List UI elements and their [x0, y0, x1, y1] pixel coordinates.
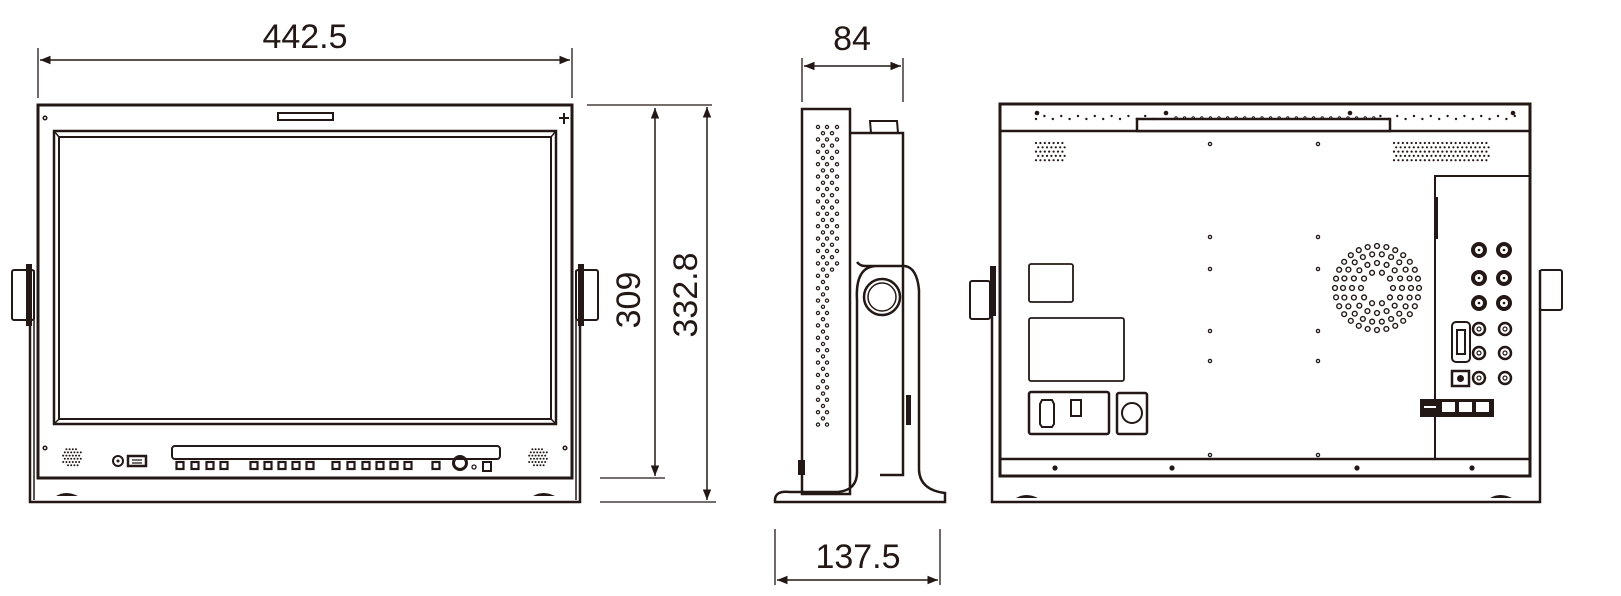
- rca-connector: [1471, 370, 1487, 386]
- screen-frame: [52, 129, 558, 426]
- side-bezel: [800, 107, 852, 496]
- xlr-connector: [1121, 402, 1143, 424]
- side-knob: [862, 277, 902, 317]
- rca-connector: [1471, 321, 1487, 337]
- power-button: [482, 461, 492, 472]
- front-panel-button: [403, 460, 413, 471]
- label-plate-small: [1028, 263, 1074, 303]
- front-buttons: [175, 460, 441, 471]
- power-switch: [1070, 399, 1082, 417]
- label-plate-large: [1028, 317, 1125, 382]
- mount-bracket: [28, 270, 582, 504]
- io-panel: [1434, 175, 1530, 459]
- front-width-dimension: 442.5: [37, 18, 573, 98]
- rear-vents: [1034, 110, 1517, 471]
- front-panel-button: [219, 460, 229, 471]
- stand-depth-dimension: 137.5: [774, 529, 941, 585]
- front-panel-button: [361, 460, 371, 471]
- front-panel-button: [346, 460, 356, 471]
- rca-connector: [1471, 345, 1487, 361]
- speaker-grille-right: [528, 448, 548, 467]
- front-view: [11, 103, 599, 504]
- front-panel-button: [389, 460, 399, 471]
- rear-bracket: [990, 270, 1542, 504]
- screen: [58, 136, 552, 420]
- side-vent-holes: [815, 124, 840, 427]
- display-strip: [171, 445, 501, 460]
- depth-label: 84: [833, 20, 871, 58]
- front-panel-button: [205, 460, 215, 471]
- rj45-ports: [1420, 399, 1494, 417]
- side-handle: [868, 120, 899, 134]
- ac-inlet-module: [1027, 390, 1111, 436]
- side-body: [850, 131, 905, 477]
- headphone-jack: [112, 455, 124, 467]
- front-panel-button: [431, 460, 441, 471]
- side-view: [773, 107, 947, 504]
- top-handle: [277, 112, 334, 121]
- total-height-label: 332.8: [667, 252, 705, 337]
- crosshair-icon: [559, 113, 569, 124]
- speaker-grille-left: [62, 448, 82, 467]
- xlr-dc-input: [1115, 391, 1149, 436]
- dc-port: [1450, 369, 1471, 388]
- fan-grille: [1331, 242, 1423, 334]
- front-panel-button: [331, 460, 341, 471]
- side-stand: [773, 261, 947, 504]
- power-led: [471, 464, 477, 470]
- stand-depth-label: 137.5: [815, 538, 900, 576]
- usb-port: [126, 454, 148, 468]
- rear-left-knob: [969, 280, 991, 320]
- width-label: 442.5: [262, 18, 347, 56]
- rca-connector: [1497, 321, 1513, 337]
- rotary-knob: [452, 455, 468, 471]
- front-panel-button: [190, 460, 200, 471]
- front-panel-button: [291, 460, 301, 471]
- rear-connectors: [1420, 242, 1513, 417]
- hdmi-port: [1451, 321, 1471, 363]
- front-panel-button: [277, 460, 287, 471]
- front-panel-button: [375, 460, 385, 471]
- front-panel-button: [249, 460, 259, 471]
- front-height-dimensions: 309 332.8: [587, 104, 716, 503]
- rear-handle: [1135, 117, 1392, 133]
- front-panel-button: [263, 460, 273, 471]
- left-knob: [11, 269, 35, 321]
- feet: [56, 493, 555, 496]
- body-height-label: 309: [610, 272, 648, 329]
- front-bezel: [36, 103, 574, 480]
- front-panel-button: [305, 460, 315, 471]
- rca-connector: [1497, 345, 1513, 361]
- ac-inlet: [1039, 399, 1055, 428]
- side-depth-dimension: 84: [801, 20, 904, 102]
- rear-panel: [998, 102, 1532, 478]
- front-panel-button: [175, 460, 185, 471]
- rear-right-knob: [1539, 269, 1563, 311]
- rear-view: [969, 102, 1563, 504]
- rca-connector: [1497, 370, 1513, 386]
- right-knob: [575, 269, 599, 321]
